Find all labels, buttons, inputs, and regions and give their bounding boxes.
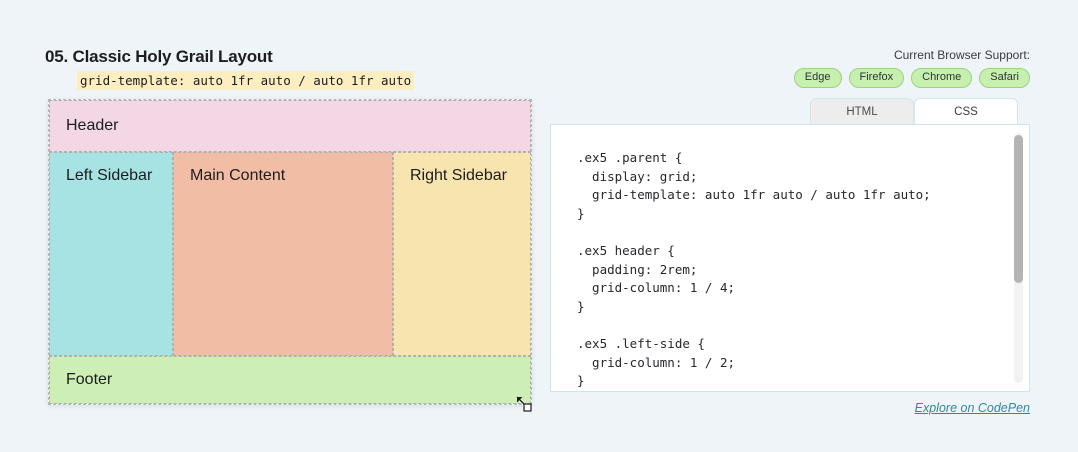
tab-css[interactable]: CSS (914, 98, 1018, 124)
vertical-scrollbar-thumb[interactable] (1014, 135, 1023, 283)
subtitle-wrap: grid-template: auto 1fr auto / auto 1fr … (45, 71, 415, 90)
tab-html[interactable]: HTML (810, 98, 914, 124)
demo-cell-right-sidebar: Right Sidebar (393, 152, 531, 356)
browser-support-block: Current Browser Support: Edge Firefox Ch… (793, 48, 1030, 88)
browser-badge-firefox: Firefox (848, 68, 905, 88)
browser-badge-list: Edge Firefox Chrome Safari (793, 68, 1030, 88)
page-title: 05. Classic Holy Grail Layout (45, 47, 273, 66)
browser-badge-chrome: Chrome (911, 68, 973, 88)
resize-handle-icon[interactable] (516, 396, 532, 412)
title-block: 05. Classic Holy Grail Layout grid-templ… (45, 47, 415, 90)
holy-grail-demo-grid: Header Left Sidebar Main Content Right S… (48, 99, 532, 405)
grid-template-snippet: grid-template: auto 1fr auto / auto 1fr … (77, 71, 415, 90)
browser-badge-safari: Safari (979, 68, 1030, 88)
demo-cell-footer: Footer (49, 356, 531, 404)
browser-badge-edge: Edge (793, 68, 842, 88)
demo-cell-header: Header (49, 100, 531, 152)
demo-cell-left-sidebar: Left Sidebar (49, 152, 173, 356)
browser-support-label: Current Browser Support: (893, 48, 1030, 62)
code-view[interactable]: .ex5 .parent { display: grid; grid-templ… (550, 124, 1030, 392)
explore-on-codepen-link[interactable]: Explore on CodePen (914, 401, 1030, 415)
code-tab-bar: HTML CSS (550, 98, 1030, 124)
code-panel: HTML CSS .ex5 .parent { display: grid; g… (550, 98, 1030, 415)
code-content: .ex5 .parent { display: grid; grid-templ… (577, 150, 931, 389)
demo-cell-main-content: Main Content (173, 152, 393, 356)
